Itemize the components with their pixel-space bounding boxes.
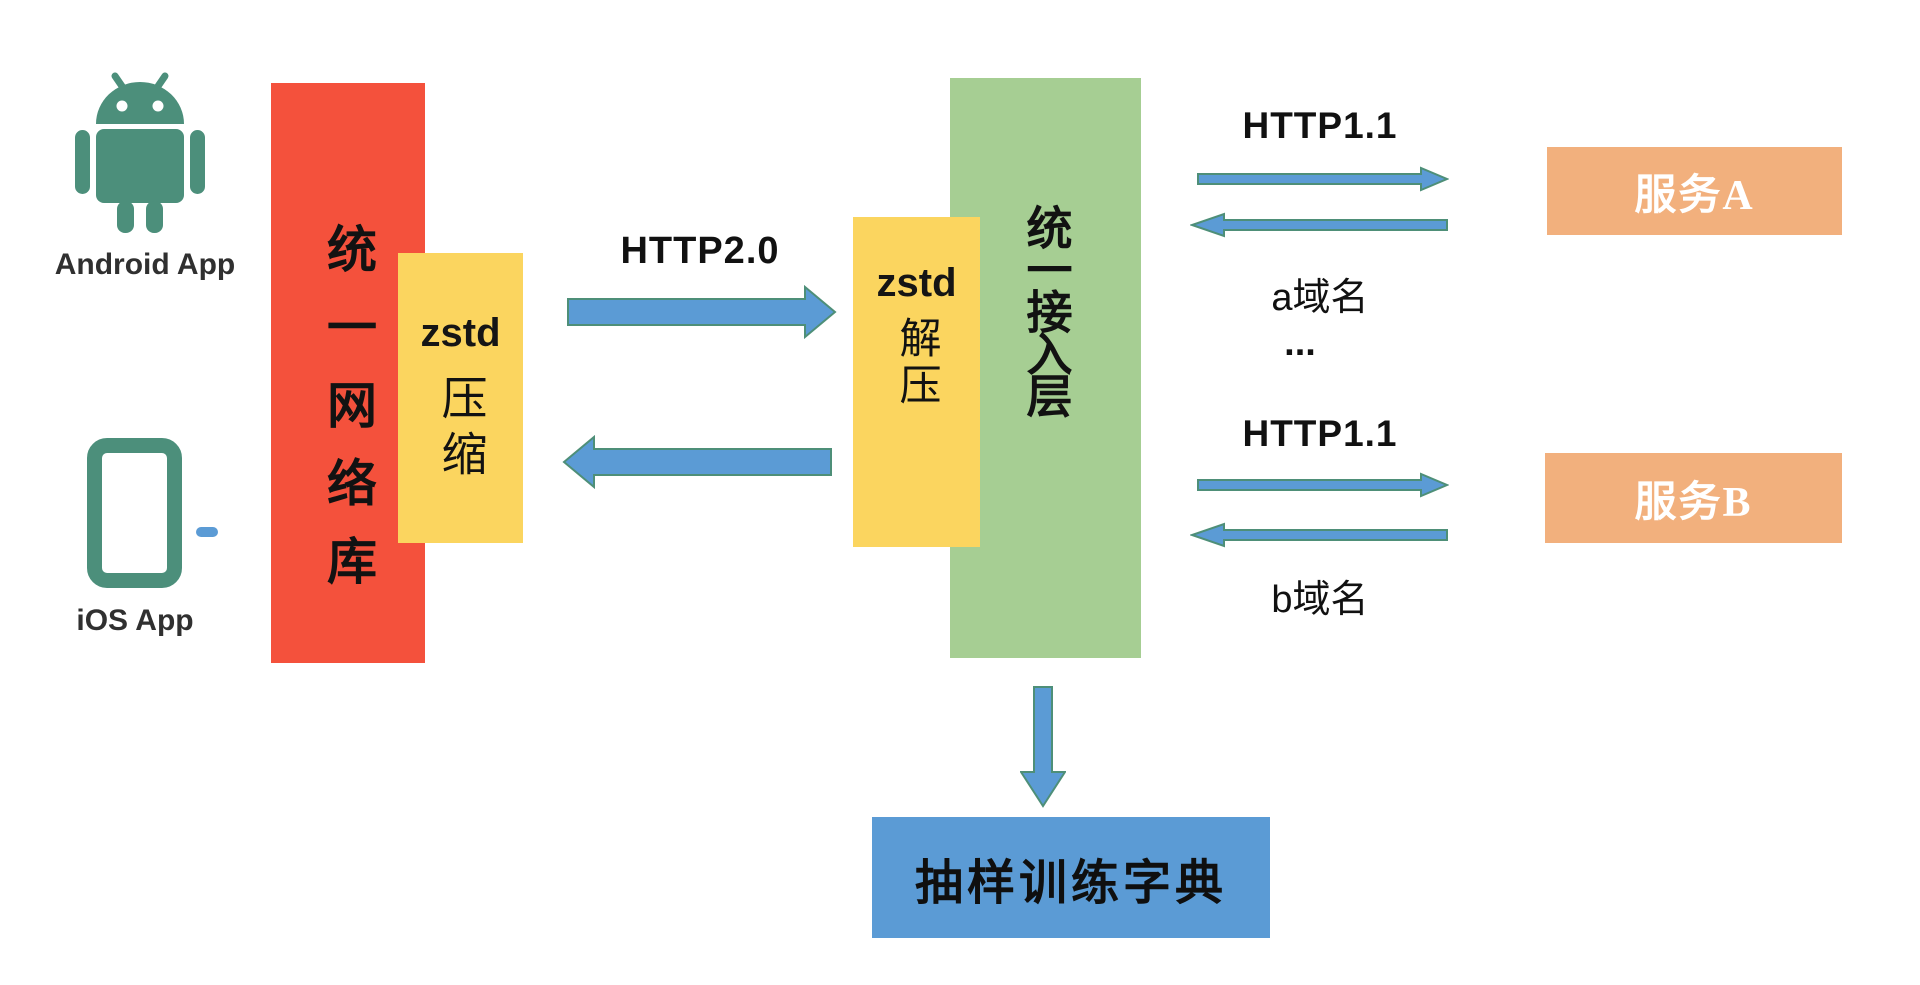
service-b-label: 服务B — [1634, 479, 1753, 526]
zstd-decompress-action-label: 解压 — [893, 316, 939, 410]
ios-phone-icon — [87, 438, 182, 588]
ios-phone-dash-icon — [196, 527, 218, 537]
service-a-response-arrow — [1190, 212, 1448, 238]
service-b-box: 服务B — [1545, 453, 1842, 543]
unified-access-layer-box: 统一接入层 — [950, 78, 1141, 658]
service-a-domain-label: a域名 — [1271, 277, 1369, 319]
zstd-compress-box: zstd 压缩 — [398, 253, 523, 543]
http2-request-arrow — [567, 285, 837, 339]
more-domains-ellipsis: ... — [1284, 322, 1316, 364]
android-robot-icon — [75, 72, 205, 233]
unified-access-layer-title: 统一接入层 — [1020, 204, 1072, 414]
zstd-decompress-product-label: zstd — [876, 261, 957, 305]
service-a-protocol-label: HTTP1.1 — [1242, 105, 1398, 146]
zstd-compress-product-label: zstd — [420, 311, 501, 355]
service-b-protocol-label: HTTP1.1 — [1242, 413, 1398, 454]
android-app-label: Android App — [54, 248, 236, 281]
ios-app-label: iOS App — [76, 604, 194, 637]
service-b-response-arrow — [1190, 522, 1448, 548]
training-dictionary-box: 抽样训练字典 — [872, 817, 1270, 938]
service-a-box: 服务A — [1547, 147, 1842, 235]
service-a-label: 服务A — [1634, 172, 1755, 219]
unified-network-library-title: 统一网络库 — [320, 223, 376, 613]
zstd-decompress-box: zstd 解压 — [853, 217, 980, 547]
training-dictionary-label: 抽样训练字典 — [914, 856, 1227, 910]
http2-response-arrow — [562, 435, 832, 489]
http2-protocol-label: HTTP2.0 — [620, 230, 780, 272]
to-dictionary-arrow — [1020, 686, 1066, 808]
service-b-domain-label: b域名 — [1271, 579, 1369, 621]
service-a-request-arrow — [1197, 166, 1449, 192]
service-b-request-arrow — [1197, 472, 1449, 498]
zstd-compress-action-label: 压缩 — [435, 374, 487, 486]
